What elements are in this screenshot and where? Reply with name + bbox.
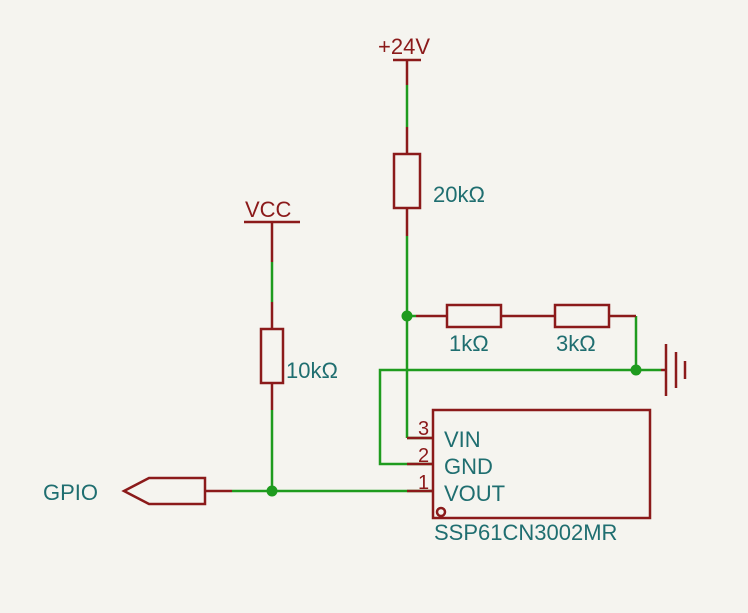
junction-dot	[401, 310, 413, 322]
ic-ssp61cn3002mr[interactable]: 3 2 1 VIN GND VOUT SSP61CN3002MR	[407, 408, 652, 545]
ic-pin-number: 1	[418, 472, 429, 494]
wires	[232, 85, 661, 493]
resistor-3k-value: 3kΩ	[556, 331, 596, 356]
resistor-3k[interactable]: 3kΩ	[553, 303, 636, 356]
resistor-10k[interactable]: 10kΩ	[259, 302, 338, 410]
resistor-20k-value: 20kΩ	[433, 182, 485, 207]
ground-symbol-icon	[661, 344, 687, 396]
resistor-20k[interactable]: 20kΩ	[392, 127, 485, 236]
resistor-10k-value: 10kΩ	[286, 358, 338, 383]
input-port-arrow-icon[interactable]	[121, 476, 232, 506]
ic-pin-name: VIN	[444, 427, 481, 452]
power-24v-label: +24V	[378, 34, 430, 59]
power-vcc-symbol: VCC	[244, 197, 300, 262]
ic-pin-number: 3	[418, 418, 429, 440]
ic-pin-number: 2	[418, 445, 429, 467]
wire-gnd-loop	[378, 368, 661, 466]
resistor-1k-value: 1kΩ	[449, 331, 489, 356]
gpio-net-label: GPIO	[43, 480, 98, 505]
ic-pin-name: GND	[444, 454, 493, 479]
ic-part-number: SSP61CN3002MR	[434, 520, 617, 545]
junction-dot	[630, 364, 642, 376]
resistor-1k[interactable]: 1kΩ	[416, 303, 555, 356]
junction-dot	[266, 485, 278, 497]
power-24v-symbol: +24V	[378, 34, 430, 85]
ic-pin-name: VOUT	[444, 481, 505, 506]
power-vcc-label: VCC	[245, 197, 292, 222]
